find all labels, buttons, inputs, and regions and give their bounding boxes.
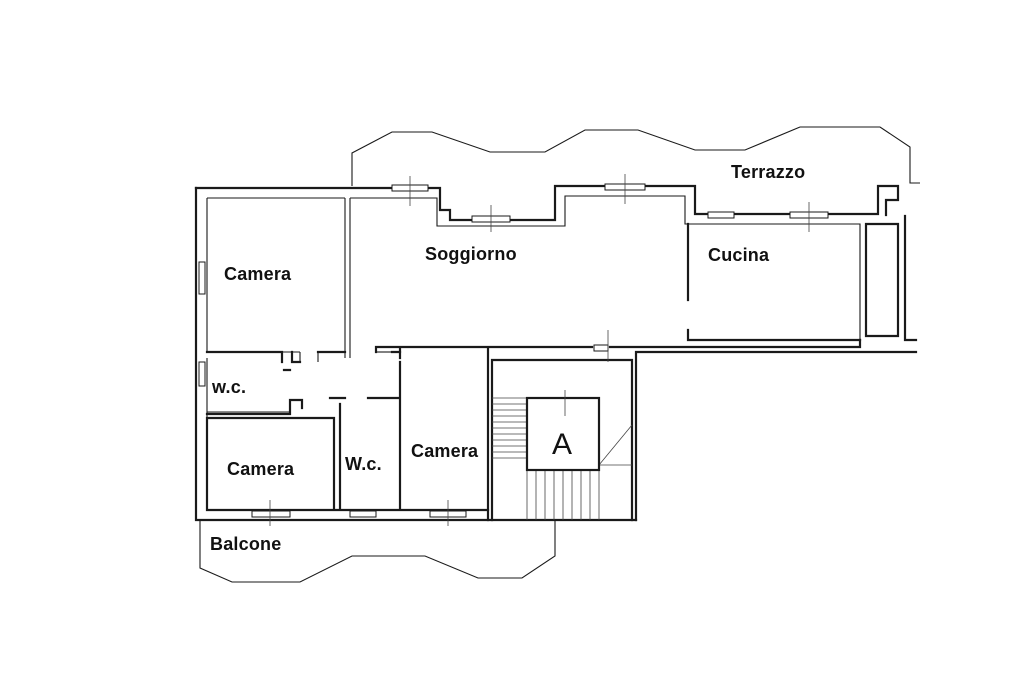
room-label-terrazzo: Terrazzo <box>731 162 806 182</box>
lift-shaft <box>525 396 601 472</box>
terrace-railing <box>351 126 920 186</box>
lower-room-walls <box>205 350 490 512</box>
lift-label: A <box>552 428 573 461</box>
room-label-wc-1: w.c. <box>212 377 247 397</box>
cucina-wall <box>686 222 862 342</box>
wc-1-walls <box>205 368 304 416</box>
outer-wall-bottom-right <box>634 350 918 522</box>
room-label-soggiorno: Soggiorno <box>425 244 517 264</box>
camera-1-walls <box>205 350 347 364</box>
outer-wall-right <box>903 214 918 342</box>
corridor-wall <box>374 338 862 522</box>
windows <box>198 174 829 526</box>
balcony-railing <box>199 520 556 583</box>
stair-treads-bottom <box>526 424 633 520</box>
outer-wall <box>194 184 900 222</box>
room-label-camera-2: Camera <box>227 459 295 479</box>
room-label-camera-3: Camera <box>411 441 479 461</box>
inner-wall-line <box>207 195 861 358</box>
room-label-wc-2: W.c. <box>345 454 382 474</box>
room-label-balcone: Balcone <box>210 534 282 554</box>
pantry-wall <box>864 222 900 338</box>
room-label-cucina: Cucina <box>708 245 770 265</box>
outer-wall-left <box>194 186 638 522</box>
door-jambs <box>299 351 392 362</box>
stair-treads-top <box>492 397 528 470</box>
room-label-camera-1: Camera <box>224 264 292 284</box>
